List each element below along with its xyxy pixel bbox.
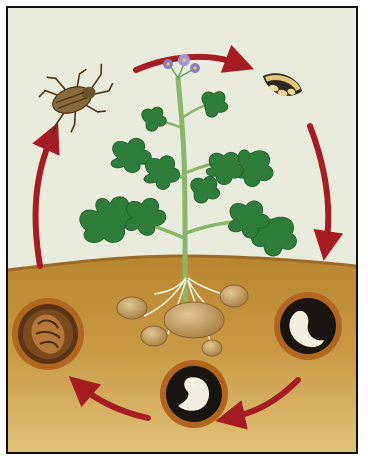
life-cycle-diagram (8, 8, 356, 452)
pupa-icon (12, 298, 84, 370)
egg-cluster-icon (259, 68, 305, 101)
arrow-right (310, 126, 328, 246)
larva-icon (274, 292, 342, 360)
beetle-icon (34, 57, 124, 139)
arrow-left (36, 136, 52, 266)
larva-icon (160, 360, 228, 428)
life-cycle-poster (6, 6, 358, 454)
